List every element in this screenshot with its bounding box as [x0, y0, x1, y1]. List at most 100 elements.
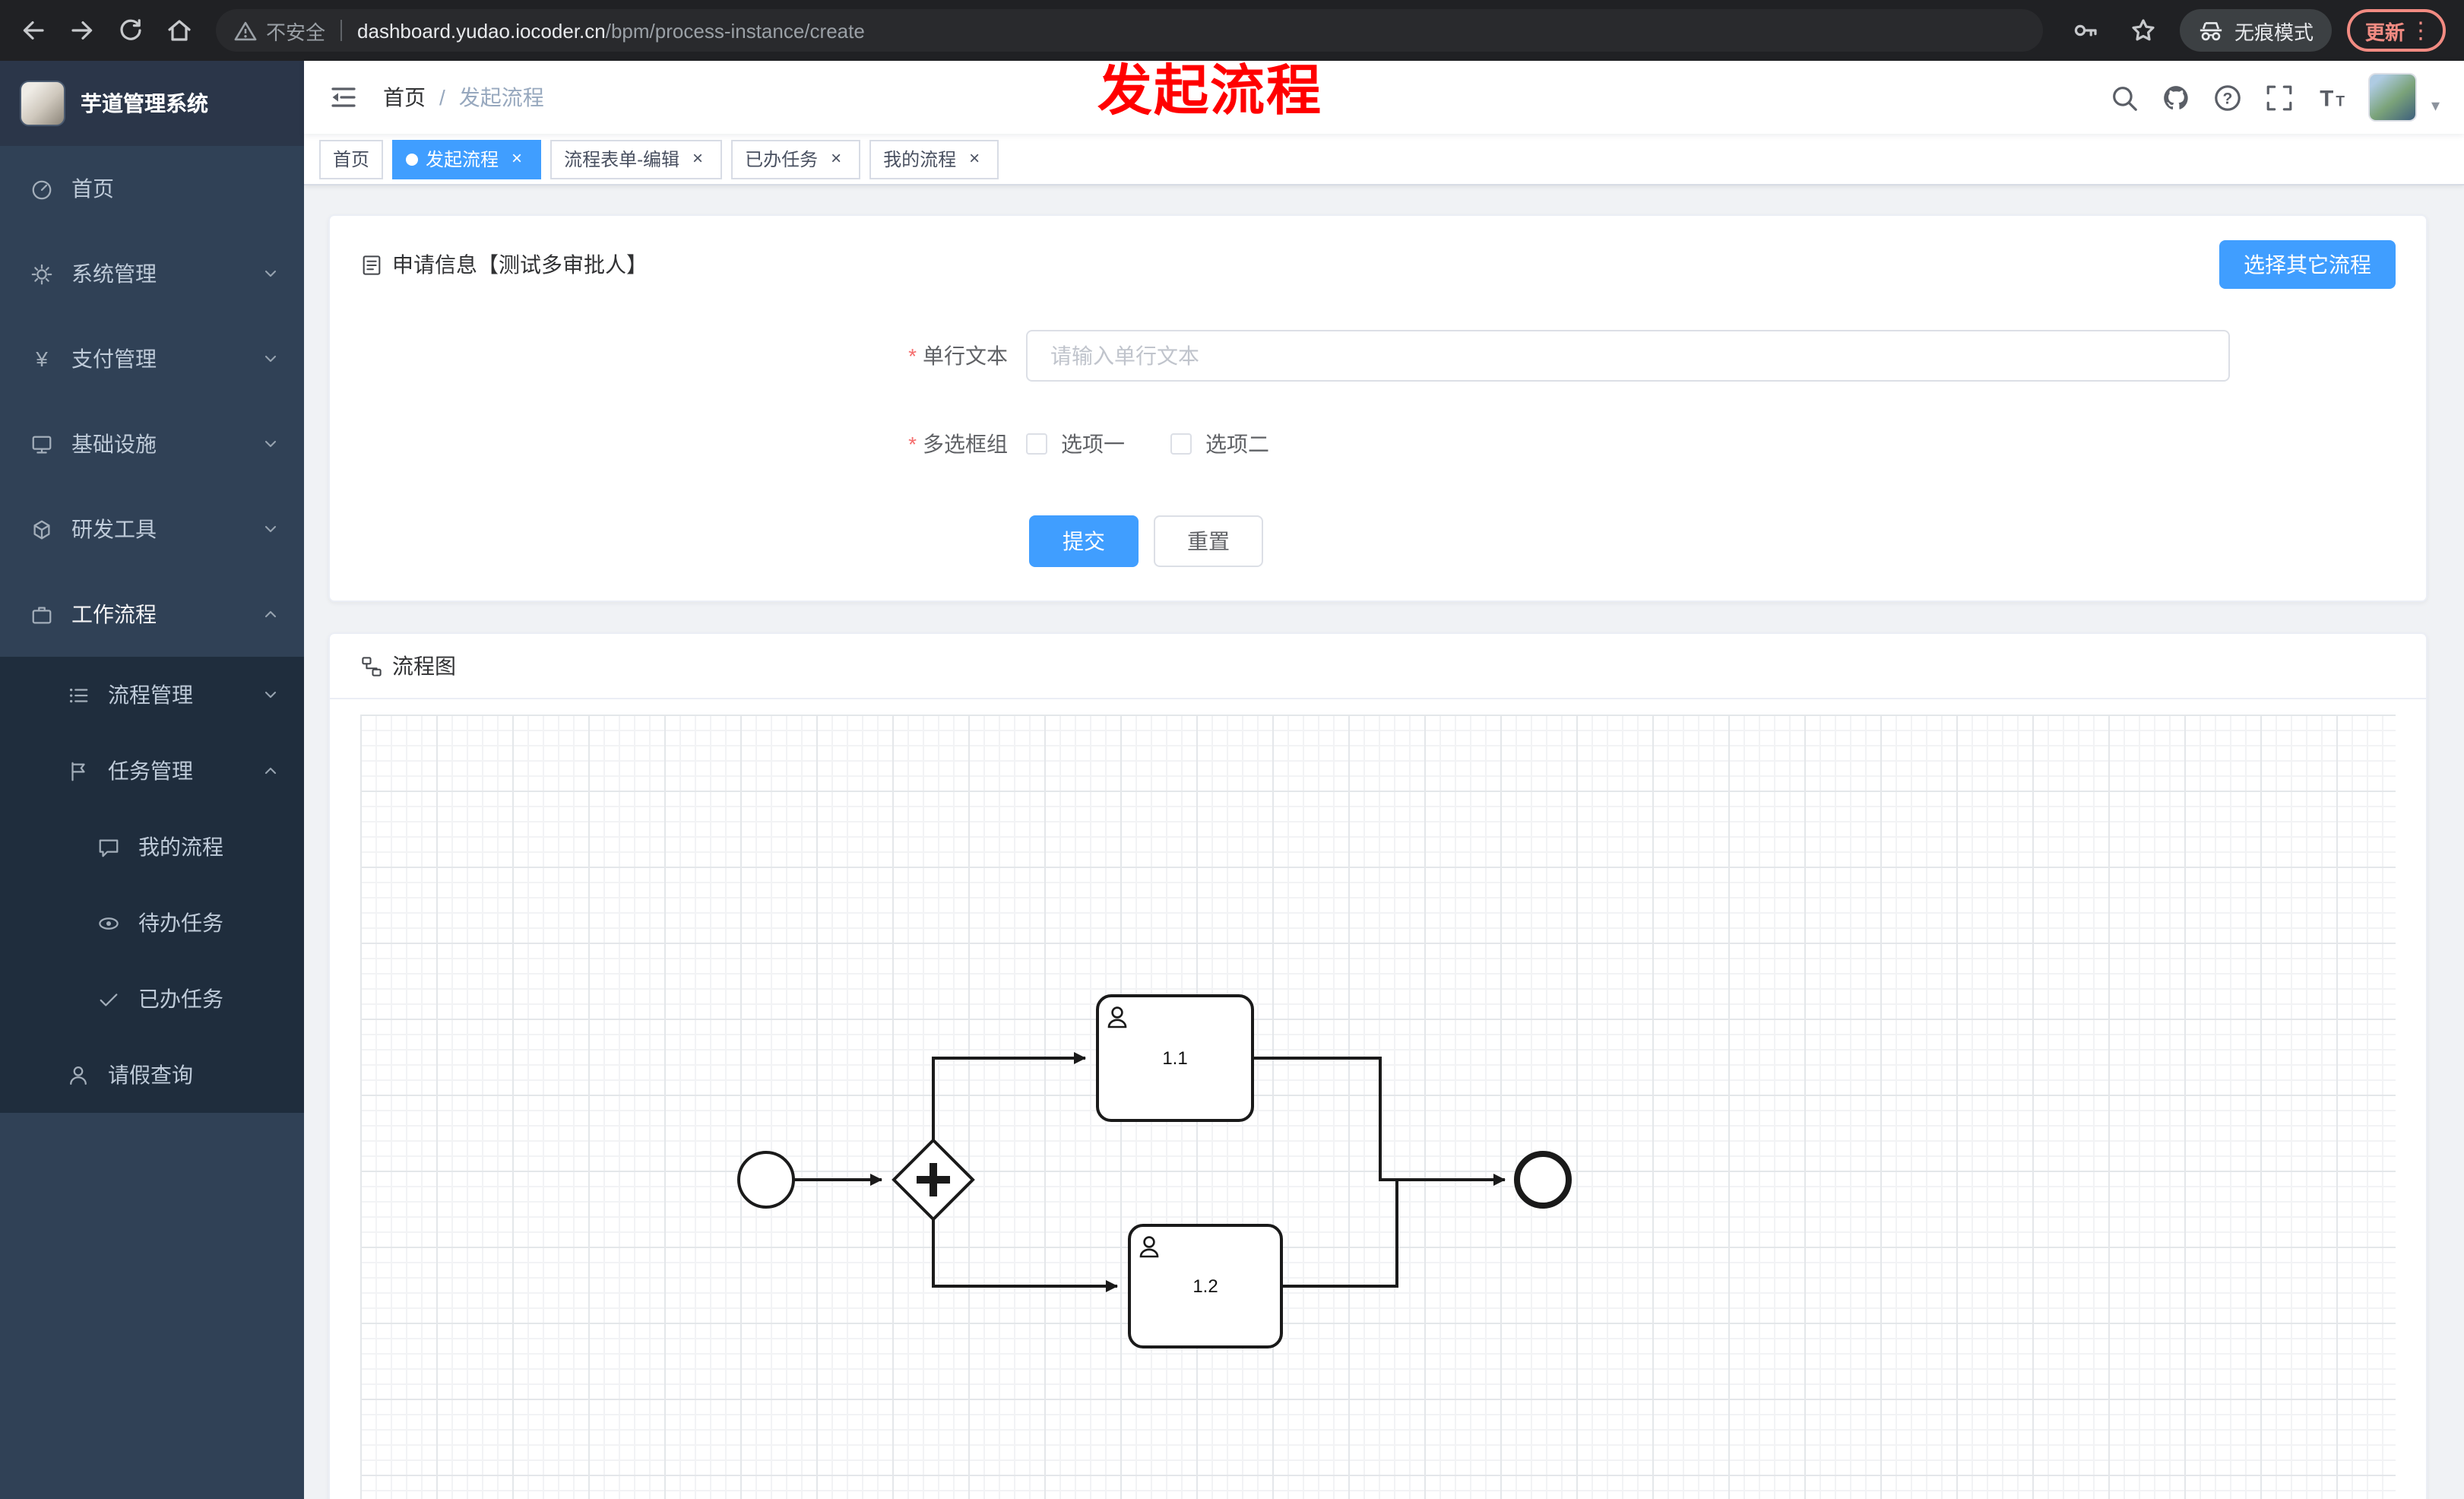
tab-label: 首页 [333, 149, 370, 170]
incognito-label: 无痕模式 [2234, 21, 2314, 43]
browser-address-bar[interactable]: 不安全 dashboard.yudao.iocoder.cn/bpm/proce… [216, 9, 2043, 52]
tab-initiate-process[interactable]: 发起流程 × [392, 139, 542, 179]
tab-label: 流程表单-编辑 [564, 149, 680, 170]
home-icon [168, 20, 191, 41]
task-submenu: 我的流程 待办任务 已办任务 [0, 809, 304, 1037]
bpmn-user-task-1-2[interactable]: 1.2 [1128, 1224, 1283, 1348]
sidebar-item-label: 首页 [71, 176, 114, 201]
checkbox-option-1[interactable]: 选项一 [1026, 429, 1125, 459]
svg-text:?: ? [2223, 90, 2233, 107]
close-icon[interactable]: × [831, 147, 842, 168]
sidebar-item-leave-query[interactable]: 请假查询 [0, 1037, 304, 1113]
sidebar-item-todo-task[interactable]: 待办任务 [0, 885, 304, 961]
close-icon[interactable]: × [969, 147, 980, 168]
task-label: 1.1 [1162, 1048, 1187, 1069]
single-text-label: 单行文本 [360, 341, 1026, 371]
app-page: 芋道管理系统 首页 系统管理 ¥ 支付管理 基础设施 [0, 61, 2464, 1499]
user-avatar[interactable] [2368, 73, 2418, 122]
flow-diagram-icon [360, 654, 383, 677]
check-icon [100, 993, 118, 1006]
checkbox-option-label: 选项一 [1061, 432, 1125, 456]
yen-icon: ¥ [36, 347, 48, 371]
user-task-icon [1139, 1236, 1159, 1258]
flag-icon [71, 761, 85, 781]
avatar-dropdown-caret-icon[interactable]: ▾ [2431, 97, 2440, 116]
single-text-input[interactable] [1026, 330, 2230, 382]
bpmn-end-event[interactable] [1514, 1151, 1572, 1209]
sidebar-item-devtools[interactable]: 研发工具 [0, 486, 304, 572]
github-button[interactable] [2162, 83, 2191, 112]
close-icon[interactable]: × [511, 147, 523, 168]
hamburger-icon [331, 87, 356, 107]
checkbox-icon[interactable] [1026, 433, 1047, 455]
reset-button[interactable]: 重置 [1154, 515, 1263, 567]
browser-home-button[interactable] [158, 9, 201, 52]
browser-back-button[interactable] [12, 9, 55, 52]
password-key-button[interactable] [2064, 9, 2107, 52]
search-button[interactable] [2111, 83, 2139, 112]
sidebar-item-infrastructure[interactable]: 基础设施 [0, 401, 304, 486]
chevron-down-icon [264, 440, 277, 448]
bpmn-start-event[interactable] [737, 1151, 795, 1209]
checkbox-icon[interactable] [1170, 433, 1192, 455]
sidebar-item-label: 待办任务 [138, 911, 223, 935]
url-host: dashboard.yudao.iocoder.cn [357, 19, 606, 42]
red-annotation-text: 发起流程 [1097, 59, 1323, 122]
sidebar-collapse-button[interactable] [328, 82, 359, 113]
bookmark-star-button[interactable] [2122, 9, 2165, 52]
single-text-field-row: 单行文本 [360, 330, 2396, 382]
sidebar-item-workflow[interactable]: 工作流程 [0, 572, 304, 657]
tab-home[interactable]: 首页 [319, 139, 384, 179]
browser-refresh-button[interactable] [109, 9, 152, 52]
choose-other-process-button[interactable]: 选择其它流程 [2219, 240, 2396, 289]
sidebar-item-home[interactable]: 首页 [0, 146, 304, 231]
sidebar-logo[interactable]: 芋道管理系统 [0, 61, 304, 146]
apply-info-card-header: 申请信息【测试多审批人】 选择其它流程 [330, 216, 2426, 289]
incognito-icon [2200, 21, 2222, 40]
sidebar-item-label: 流程管理 [108, 683, 193, 707]
breadcrumb-home[interactable]: 首页 [383, 85, 426, 109]
svg-text:T: T [2336, 93, 2345, 109]
app-title: 芋道管理系统 [81, 91, 208, 116]
sidebar-item-system[interactable]: 系统管理 [0, 231, 304, 316]
fullscreen-button[interactable] [2266, 83, 2295, 112]
security-label: 不安全 [266, 21, 326, 43]
sidebar-item-done-task[interactable]: 已办任务 [0, 961, 304, 1037]
browser-chrome: 不安全 dashboard.yudao.iocoder.cn/bpm/proce… [0, 0, 2464, 61]
browser-chrome-actions: 无痕模式 更新 ⋮ [2058, 9, 2452, 52]
browser-update-button[interactable]: 更新 ⋮ [2346, 9, 2446, 52]
sidebar-item-label: 支付管理 [71, 347, 157, 371]
chevron-down-icon [264, 691, 277, 699]
sidebar-item-task-mgmt[interactable]: 任务管理 [0, 733, 304, 809]
sidebar-item-payment[interactable]: ¥ 支付管理 [0, 316, 304, 401]
chevron-up-icon [264, 767, 277, 775]
page-content: 申请信息【测试多审批人】 选择其它流程 单行文本 多选框组 [304, 185, 2464, 1499]
top-navbar: 首页 / 发起流程 ? [304, 61, 2464, 134]
tab-process-form-edit[interactable]: 流程表单-编辑 × [550, 139, 723, 179]
browser-forward-button[interactable] [61, 9, 103, 52]
github-icon [2165, 85, 2189, 109]
bpmn-canvas[interactable]: 1.1 1.2 [360, 715, 2396, 1499]
browser-menu-kebab-icon[interactable]: ⋮ [2409, 18, 2432, 44]
process-diagram-header: 流程图 [330, 634, 2426, 699]
gear-icon [31, 263, 52, 284]
submit-button[interactable]: 提交 [1029, 515, 1139, 567]
sidebar-item-my-process[interactable]: 我的流程 [0, 809, 304, 885]
tab-done-tasks[interactable]: 已办任务 × [731, 139, 861, 179]
eye-icon [99, 917, 119, 929]
apply-form: 单行文本 多选框组 选项一 [330, 330, 2426, 601]
sidebar-item-process-mgmt[interactable]: 流程管理 [0, 657, 304, 733]
apply-info-card: 申请信息【测试多审批人】 选择其它流程 单行文本 多选框组 [328, 214, 2428, 602]
checkbox-option-2[interactable]: 选项二 [1170, 429, 1269, 459]
help-button[interactable]: ? [2214, 83, 2243, 112]
bpmn-diagram: 1.1 1.2 [737, 994, 1572, 1348]
update-label: 更新 [2364, 21, 2405, 43]
close-icon[interactable]: × [692, 147, 704, 168]
bpmn-user-task-1-1[interactable]: 1.1 [1096, 994, 1254, 1122]
workflow-submenu: 流程管理 任务管理 我的流程 待办任务 [0, 657, 304, 1113]
tab-my-process[interactable]: 我的流程 × [869, 139, 999, 179]
task-label: 1.2 [1192, 1276, 1218, 1297]
dashboard-icon [32, 179, 52, 199]
form-buttons-row: 提交 重置 [360, 515, 2396, 567]
